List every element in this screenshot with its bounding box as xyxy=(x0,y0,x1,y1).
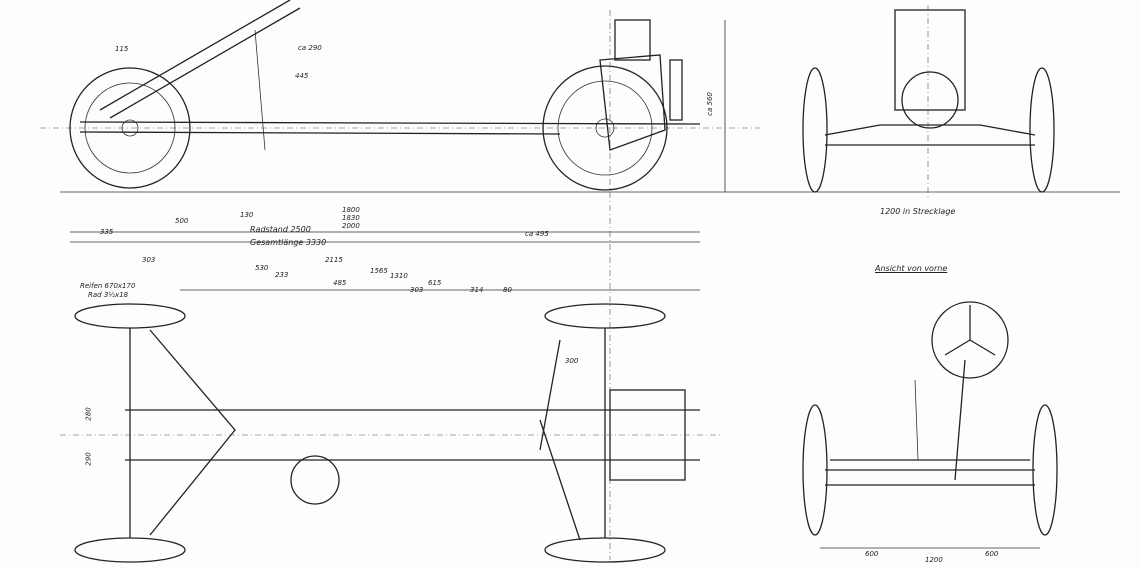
dim: 485 xyxy=(333,279,347,287)
dim: 615 xyxy=(428,279,442,287)
side-view xyxy=(40,0,1120,560)
dim: 1800 xyxy=(342,206,360,214)
tyre-label: Reifen 670x170 xyxy=(80,282,136,290)
dim: ca 290 xyxy=(298,44,322,52)
view-title: Ansicht von vorne xyxy=(875,264,948,273)
dim: 2000 xyxy=(342,222,360,230)
wheelbase-label: Radstand 2500 xyxy=(250,225,311,234)
dim: 1565 xyxy=(370,267,388,275)
dim: 233 xyxy=(275,271,289,279)
overall-length-label: Gesamtlänge 3330 xyxy=(250,238,327,247)
steering-wheel-front xyxy=(931,301,1009,379)
rear-wheel-side xyxy=(69,67,191,189)
dim: 303 xyxy=(410,286,424,294)
rim-label: Rad 3½x18 xyxy=(88,291,129,299)
front-view-bottom xyxy=(802,301,1058,549)
dim: 500 xyxy=(175,217,189,225)
dim: 303 xyxy=(142,256,156,264)
dim: 80 xyxy=(503,286,512,294)
dim: 445 xyxy=(295,72,309,80)
dim: 300 xyxy=(565,357,579,365)
dim: 130 xyxy=(240,211,254,219)
dim: 335 xyxy=(100,228,114,236)
dim: 280 xyxy=(84,407,93,421)
dim: ca 495 xyxy=(525,230,549,238)
dim: ca 560 xyxy=(705,92,714,116)
dim: 2115 xyxy=(325,256,343,264)
track-label: 1200 in Strecklage xyxy=(880,207,956,216)
engine-side xyxy=(599,54,666,151)
steering-wheel-plan xyxy=(290,455,340,505)
plan-view xyxy=(60,231,720,563)
dim: 290 xyxy=(84,452,93,466)
dim: 1310 xyxy=(390,272,408,280)
dim: 314 xyxy=(470,286,484,294)
dim: 600 xyxy=(985,550,999,558)
dim: 600 xyxy=(865,550,879,558)
dim: 1200 xyxy=(925,556,943,564)
dim: 530 xyxy=(255,264,269,272)
dim: 1830 xyxy=(342,214,360,222)
dim: 115 xyxy=(115,45,129,53)
front-view-top xyxy=(802,5,1055,200)
front-wheel-side xyxy=(542,65,668,191)
